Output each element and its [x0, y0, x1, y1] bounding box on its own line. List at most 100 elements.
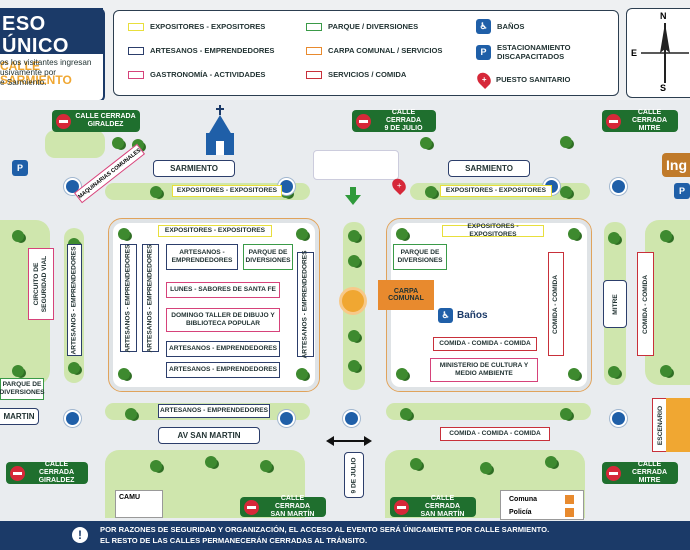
no-entry-icon — [394, 499, 409, 515]
expositores-label: EXPOSITORES - EXPOSITORES — [442, 223, 544, 238]
footer-banner: ! POR RAZONES DE SEGURIDAD Y ORGANIZACIÓ… — [0, 521, 690, 550]
tree — [12, 230, 24, 242]
legend-label: SERVICIOS / COMIDA — [328, 70, 407, 79]
tree — [348, 330, 360, 342]
compass-icon — [641, 23, 689, 83]
closed-line: CALLE CERRADA — [75, 113, 136, 120]
closed-line: CALLE CERRADA — [425, 495, 460, 510]
accessible-parking-icon: P — [476, 44, 491, 60]
closed-line: MITRE — [638, 125, 661, 132]
lunes-label: LUNES - SABORES DE SANTA FE — [166, 282, 280, 298]
artesanos-vertical-label: ARTESANOS - EMPRENDEDORES — [120, 244, 137, 352]
expositores-label: EXPOSITORES - EXPOSITORES — [172, 185, 282, 197]
warning-icon: ! — [72, 527, 88, 543]
no-entry-icon — [56, 113, 71, 129]
note-line: e Sarmiento. — [0, 78, 47, 87]
tree — [150, 186, 162, 198]
tree — [396, 368, 408, 380]
legend-label: BAÑOS — [497, 22, 525, 31]
expositores-label: EXPOSITORES - EXPOSITORES — [158, 225, 272, 237]
medical-pin-icon: + — [474, 69, 494, 90]
box-line: COMUNAL — [388, 295, 424, 302]
tree — [260, 460, 272, 472]
comuna-policia-box: Comuna Policía — [500, 490, 584, 520]
legend-label-part: DISCAPACITADOS — [497, 52, 565, 61]
tree — [660, 230, 672, 242]
comida-text: COMIDA - COMIDA — [642, 274, 649, 334]
no-entry-icon — [606, 465, 621, 481]
comida-vertical-label: COMIDA - COMIDA — [548, 252, 564, 356]
street-text: MITRE — [611, 293, 619, 315]
box-line: BIBLIOTECA POPULAR — [185, 320, 261, 327]
artesanos-vertical-label: ARTESANOS - EMPRENDEDORES — [67, 244, 82, 356]
entrance-gate — [313, 150, 399, 180]
artesanos-text: ARTESANOS - EMPRENDEDORES — [71, 245, 79, 355]
box-line: DIVERSIONES — [245, 257, 291, 264]
street-label-av-san-martin: AV SAN MARTIN — [158, 427, 260, 444]
tree — [396, 228, 408, 240]
box-line: DIVERSIONES — [397, 257, 443, 264]
street-label-sarmiento: SARMIENTO — [153, 160, 235, 177]
green-patch — [45, 130, 105, 158]
closed-line: GIRALDEZ — [38, 477, 75, 484]
closed-line: CALLE CERRADA — [632, 109, 667, 124]
yellow-swatch — [128, 22, 144, 31]
compass-rose: N S E — [626, 8, 690, 98]
tree — [68, 362, 80, 374]
comuna-label: Comuna — [509, 496, 537, 503]
tree — [560, 408, 572, 420]
box-line: ARTESANOS - — [179, 249, 225, 256]
policia-label: Policía — [509, 509, 532, 516]
navy-swatch — [128, 46, 144, 55]
tree — [560, 186, 572, 198]
bollard-marker — [343, 410, 360, 427]
restroom-icon: ♿︎ — [438, 308, 453, 323]
no-entry-icon — [244, 499, 259, 515]
title-banner: ESO ÚNICO CALLE SARMIENTO — [0, 8, 103, 87]
legend-label: PARQUE / DIVERSIONES — [328, 22, 419, 31]
camu-box: CAMU — [115, 490, 163, 518]
tree — [480, 462, 492, 474]
banos-marker: ♿︎Baños — [438, 308, 488, 323]
footer-line-2: EL RESTO DE LAS CALLES PERMANECERÁN CERR… — [100, 536, 368, 545]
tree — [125, 408, 137, 420]
artesanos-bottom-label: ARTESANOS - EMPRENDEDORES — [158, 404, 270, 418]
footer-line-1: POR RAZONES DE SEGURIDAD Y ORGANIZACIÓN,… — [100, 525, 550, 534]
box-line: MEDIO AMBIENTE — [455, 370, 513, 377]
legend-label: EXPOSITORES - EXPOSITORES — [150, 22, 266, 31]
box-line: MINISTERIO DE CULTURA Y — [439, 362, 529, 369]
tree — [118, 368, 130, 380]
closed-line: 9 DE JULIO — [384, 125, 423, 132]
stage-area — [666, 398, 690, 452]
closed-line: CALLE CERRADA — [39, 461, 74, 476]
legend-item-expositores: EXPOSITORES - EXPOSITORES — [128, 22, 265, 31]
accessible-parking-icon: P — [12, 160, 28, 176]
title-sub: CALLE SARMIENTO — [0, 59, 72, 87]
church-icon — [206, 105, 234, 155]
compass-east: E — [631, 48, 638, 58]
legend-label: ARTESANOS - EMPRENDEDORES — [150, 46, 275, 55]
tree — [545, 456, 557, 468]
closed-line: CALLE CERRADA — [275, 495, 310, 510]
circuito-line: CIRCUITO DE — [33, 262, 41, 306]
artesanos-box: ARTESANOS -EMPRENDEDORES — [166, 244, 238, 270]
comida-label: COMIDA - COMIDA - COMIDA — [433, 337, 537, 351]
box-line: DOMINGO TALLER DE DIBUJO Y — [171, 312, 275, 319]
title-main: ESO ÚNICO — [2, 13, 69, 57]
tree — [296, 368, 308, 380]
tree — [12, 365, 24, 377]
